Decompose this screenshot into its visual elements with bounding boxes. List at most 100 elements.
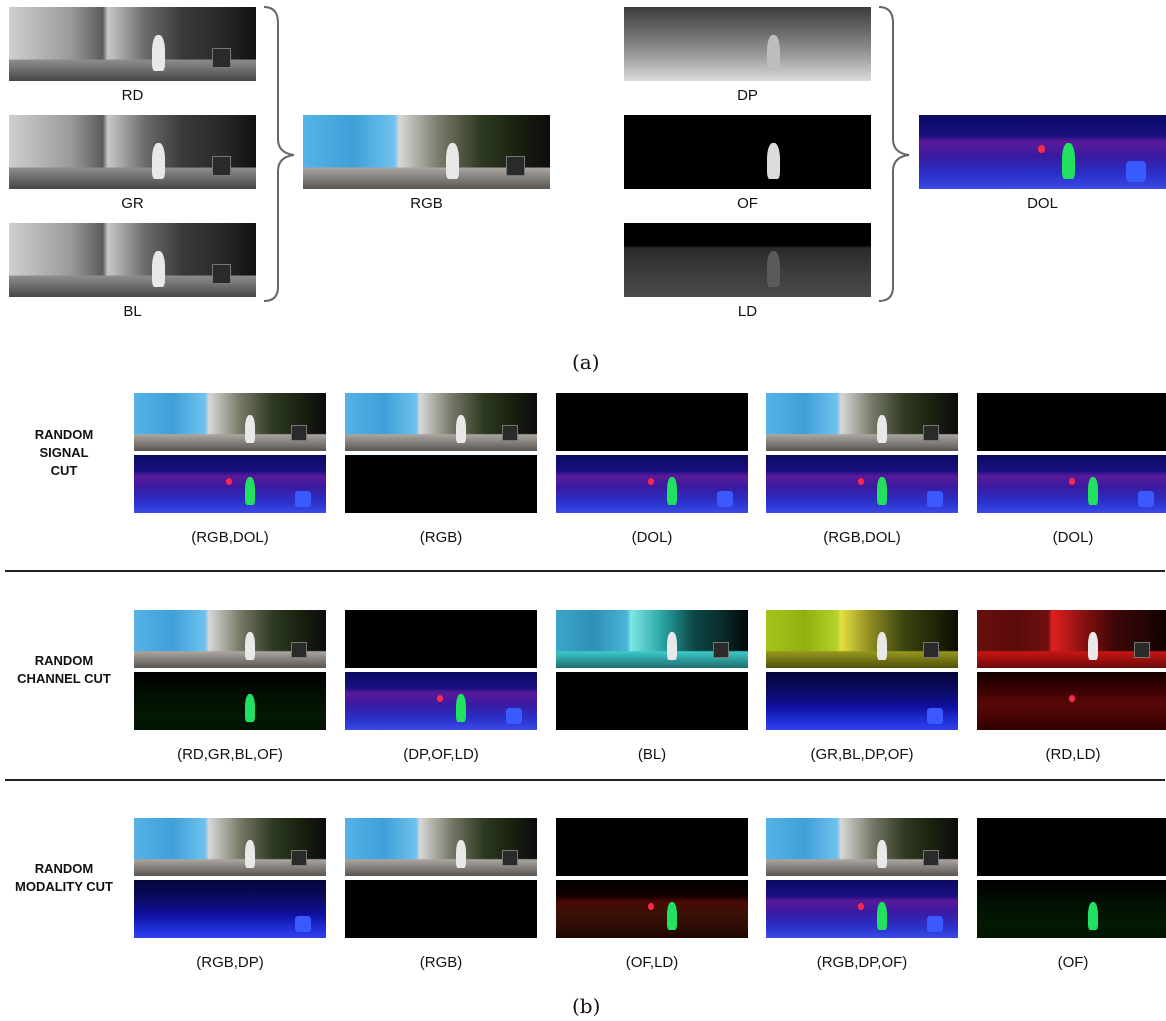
combination-label: (RGB,DOL) — [191, 529, 269, 546]
pedestrian-silhouette — [446, 143, 459, 179]
modality-bottom-image — [766, 455, 958, 513]
caption-b: (b) — [572, 994, 601, 1018]
row-title-line: RANDOM — [34, 861, 94, 876]
blue-object-blob — [927, 707, 943, 725]
blue-object-blob — [295, 915, 311, 933]
pedestrian-silhouette — [877, 902, 887, 930]
pedestrian-silhouette — [456, 415, 466, 443]
modality-top-image — [134, 818, 326, 876]
gr-image — [9, 115, 256, 189]
combination-label: (RGB,DOL) — [823, 529, 901, 546]
modality-top-image — [134, 393, 326, 451]
blue-object-blob — [927, 915, 943, 933]
gr-label: GR — [121, 195, 144, 212]
pedestrian-silhouette — [767, 251, 780, 287]
bl-image — [9, 223, 256, 297]
combination-label: (DP,OF,LD) — [403, 746, 479, 763]
dp-image — [624, 7, 871, 81]
combination-label: (RGB,DP,OF) — [816, 954, 908, 971]
modality-top-image — [977, 393, 1166, 451]
rd-label: RD — [121, 87, 144, 104]
red-dot-marker — [226, 478, 232, 486]
pedestrian-silhouette — [152, 143, 165, 179]
combination-label: (RGB,DP) — [196, 954, 264, 971]
rd-image — [9, 7, 256, 81]
modality-bottom-image — [345, 672, 537, 730]
modality-bottom-image — [556, 880, 748, 938]
modality-top-image — [345, 393, 537, 451]
combination-label: (OF) — [1057, 954, 1089, 971]
blue-object-blob — [717, 490, 733, 508]
row-title-line: CHANNEL CUT — [17, 671, 111, 686]
combination-label: (RD,GR,BL,OF) — [177, 746, 283, 763]
trash-bins — [291, 850, 307, 867]
modality-bottom-image — [977, 880, 1166, 938]
modality-bottom-image — [766, 672, 958, 730]
modality-top-image — [134, 610, 326, 668]
trash-bins — [211, 156, 231, 177]
row-title-line: SIGNAL — [39, 445, 89, 460]
pedestrian-silhouette — [667, 477, 677, 505]
blue-object-blob — [1138, 490, 1154, 508]
modality-top-image — [556, 610, 748, 668]
pedestrian-silhouette — [667, 902, 677, 930]
pedestrian-silhouette — [1088, 632, 1098, 660]
modality-top-image — [556, 393, 748, 451]
caption-a: (a) — [572, 350, 600, 374]
modality-bottom-image — [556, 672, 748, 730]
pedestrian-silhouette — [1062, 143, 1075, 179]
blue-object-blob — [927, 490, 943, 508]
pedestrian-silhouette — [767, 35, 780, 71]
row-title-line: MODALITY CUT — [15, 879, 113, 894]
pedestrian-silhouette — [667, 632, 677, 660]
ld-image — [624, 223, 871, 297]
pedestrian-silhouette — [456, 694, 466, 722]
combination-label: (RGB) — [419, 529, 463, 546]
red-dot-marker — [1069, 695, 1075, 703]
modality-top-image — [977, 818, 1166, 876]
trash-bins — [291, 642, 307, 659]
red-dot-marker — [1037, 144, 1045, 154]
trash-bins — [211, 264, 231, 285]
trash-bins — [502, 850, 518, 867]
modality-bottom-image — [556, 455, 748, 513]
row-title-line: RANDOM — [34, 427, 94, 442]
row-divider — [5, 779, 1165, 781]
trash-bins — [505, 156, 525, 177]
modality-top-image — [977, 610, 1166, 668]
dol-image — [919, 115, 1166, 189]
pedestrian-silhouette — [767, 143, 780, 179]
pedestrian-silhouette — [245, 477, 255, 505]
combination-label: (RGB) — [419, 954, 463, 971]
blue-object-blob — [295, 490, 311, 508]
modality-top-image — [345, 818, 537, 876]
of-image — [624, 115, 871, 189]
trash-bins — [923, 642, 939, 659]
pedestrian-silhouette — [245, 632, 255, 660]
trash-bins — [713, 642, 729, 659]
red-dot-marker — [648, 903, 654, 911]
pedestrian-silhouette — [245, 694, 255, 722]
combination-label: (DOL) — [631, 529, 673, 546]
rgb-brace — [263, 6, 295, 302]
blue-object-blob — [506, 707, 522, 725]
combination-label: (OF,LD) — [625, 954, 679, 971]
pedestrian-silhouette — [877, 632, 887, 660]
trash-bins — [923, 425, 939, 442]
modality-top-image — [766, 818, 958, 876]
blue-object-blob — [1126, 160, 1147, 182]
trash-bins — [923, 850, 939, 867]
pedestrian-silhouette — [152, 35, 165, 71]
row-title: RANDOM MODALITY CUT — [4, 860, 124, 896]
dol-label: DOL — [1027, 195, 1058, 212]
pedestrian-silhouette — [877, 477, 887, 505]
modality-bottom-image — [977, 455, 1166, 513]
modality-bottom-image — [345, 880, 537, 938]
trash-bins — [1134, 642, 1150, 659]
red-dot-marker — [1069, 478, 1075, 486]
pedestrian-silhouette — [456, 840, 466, 868]
modality-bottom-image — [134, 880, 326, 938]
pedestrian-silhouette — [877, 840, 887, 868]
trash-bins — [291, 425, 307, 442]
